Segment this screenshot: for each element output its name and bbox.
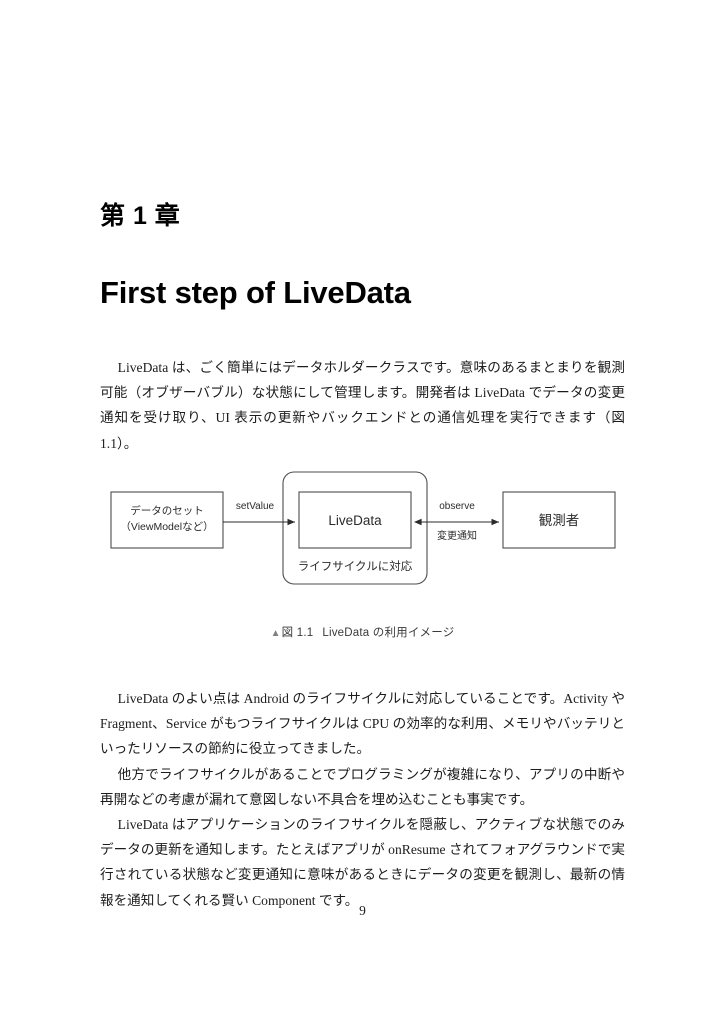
page-title: First step of LiveData	[100, 274, 411, 310]
lifecycle-container-shape	[281, 471, 428, 585]
livedata-node-label: LiveData	[328, 513, 382, 528]
livedata-node-shape	[297, 491, 412, 549]
lower-body-block: LiveData のよい点は Android のライフサイクルに対応していること…	[100, 686, 625, 913]
observe-label: observe	[439, 501, 475, 512]
intro-paragraph-block: LiveData は、ごく簡単にはデータホルダークラスです。意味のあるまとまりを…	[100, 355, 625, 456]
diagram-svg: データのセット （ViewModelなど） LiveData ライフサイクルに対…	[109, 471, 616, 585]
figure-caption: ▲図 1.1 LiveData の利用イメージ	[0, 624, 725, 640]
observer-node-label: 観測者	[538, 512, 579, 528]
source-node-shape	[109, 491, 224, 549]
set-value-label: setValue	[235, 501, 274, 512]
body-paragraph-1: LiveData のよい点は Android のライフサイクルに対応していること…	[100, 691, 625, 757]
lifecycle-note-label: ライフサイクルに対応	[297, 559, 412, 573]
change-notice-label: 変更通知	[437, 529, 477, 542]
body-paragraph-3: LiveData はアプリケーションのライフサイクルを隠蔽し、アクティブな状態で…	[100, 817, 625, 908]
source-node-label-line1: データのセット	[130, 504, 204, 517]
intro-paragraph: LiveData は、ごく簡単にはデータホルダークラスです。意味のあるまとまりを…	[100, 360, 625, 451]
observer-node-shape	[501, 491, 616, 549]
page-number: 9	[359, 903, 366, 918]
caption-triangle-icon: ▲	[270, 628, 281, 639]
figure-livedata-diagram: データのセット （ViewModelなど） LiveData ライフサイクルに対…	[0, 466, 725, 596]
caption-number: 図 1.1	[281, 627, 314, 639]
caption-text: LiveData の利用イメージ	[322, 627, 455, 639]
chapter-label: 第 1 章	[100, 202, 181, 230]
body-paragraph-2: 他方でライフサイクルがあることでプログラミングが複雑になり、アプリの中断や再開な…	[100, 766, 625, 807]
source-node-label-line2: （ViewModelなど）	[120, 521, 213, 533]
